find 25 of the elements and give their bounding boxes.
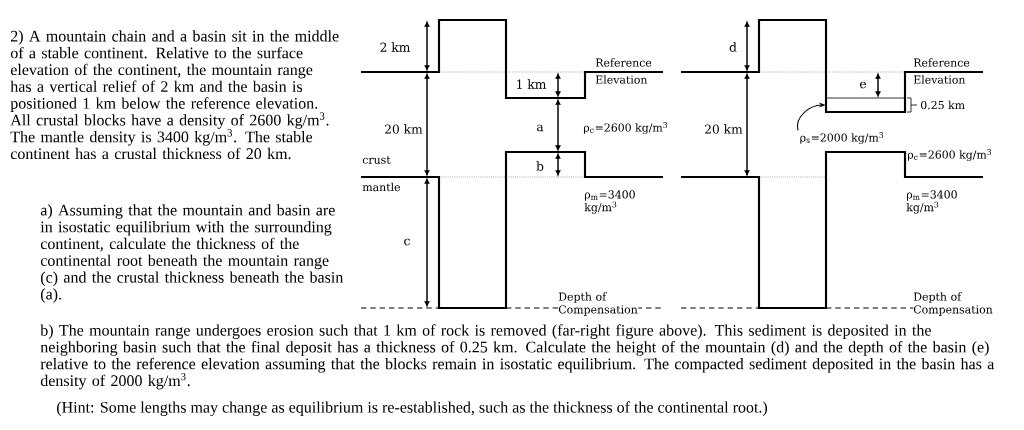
compensation-label: Depth of Compensation (913, 292, 994, 316)
hint-text: (Hint: Some lengths may change as equilibrium is re-established, such as the thickness of the continental root.) (57, 401, 768, 416)
compensation-label: Depth of Compensation (558, 292, 639, 316)
density-label: ρ$_{m}$=3400 kg/m$^{3}$ (584, 190, 635, 214)
dimension-label: 20 km (705, 124, 743, 134)
dimension-label: c (404, 238, 410, 246)
dimension-label: 2 km (380, 42, 411, 52)
dimension-label: 20 km (385, 124, 423, 134)
layer-label: crust (362, 156, 391, 164)
dimension-label: 1 km (517, 79, 547, 89)
dimension-label: b (536, 161, 544, 171)
layer-label: mantle (362, 182, 400, 192)
dimension-label: d (729, 42, 737, 52)
question-text: a) Assuming that the mountain and basin are in isostatic equilibrium with the surrounding continent, calculate the thickness of the continental root beneath the mountain range (c) and the crustal thickness beneath the basin (a). (40, 204, 344, 303)
dimension-label: 0.25 km (921, 100, 965, 110)
density-label: ρ$_{c}$=2600 kg/m$^{3}$ (907, 149, 992, 161)
density-label: ρ$_{m}$=3400 kg/m$^{3}$ (906, 190, 957, 214)
problem-text: 2) A mountain chain and a basin sit in the middle of a stable continent. Relative to the surface elevation of the continent, the mountain range has a vertical relief of 2 km and the basin is positioned 1 km below the reference elevation. All crustal blocks have a density of 2600 kg/m$^{3}$. The mantle density is 3400 kg/m$^{3}$. The stable continent has a crustal thickness of 20 km. (10, 30, 339, 160)
density-label: ρ$_{c}$=2600 kg/m$^{3}$ (583, 122, 668, 134)
reference-label: Reference Elevation (595, 58, 652, 84)
dimension-label: a (536, 124, 544, 132)
reference-label: Reference Elevation (913, 58, 970, 84)
question-text: b) The mountain range undergoes erosion such that 1 km of rock is removed (far-right figure above). This sediment is deposited in the neighboring basin such that the final deposit has a thickness of 0.25 km. Calculate the height of the mountain (d) and the depth of the basin (e) relative to the reference elevation assuming that the blocks remain in isostatic equilibrium. The compacted sediment deposited in the basin has a density of 2000 kg/m$^{3}$. (40, 324, 995, 390)
density-label: ρ$_{s}$=2000 kg/m$^{3}$ (800, 132, 884, 144)
sediment-layer (825, 97, 906, 113)
